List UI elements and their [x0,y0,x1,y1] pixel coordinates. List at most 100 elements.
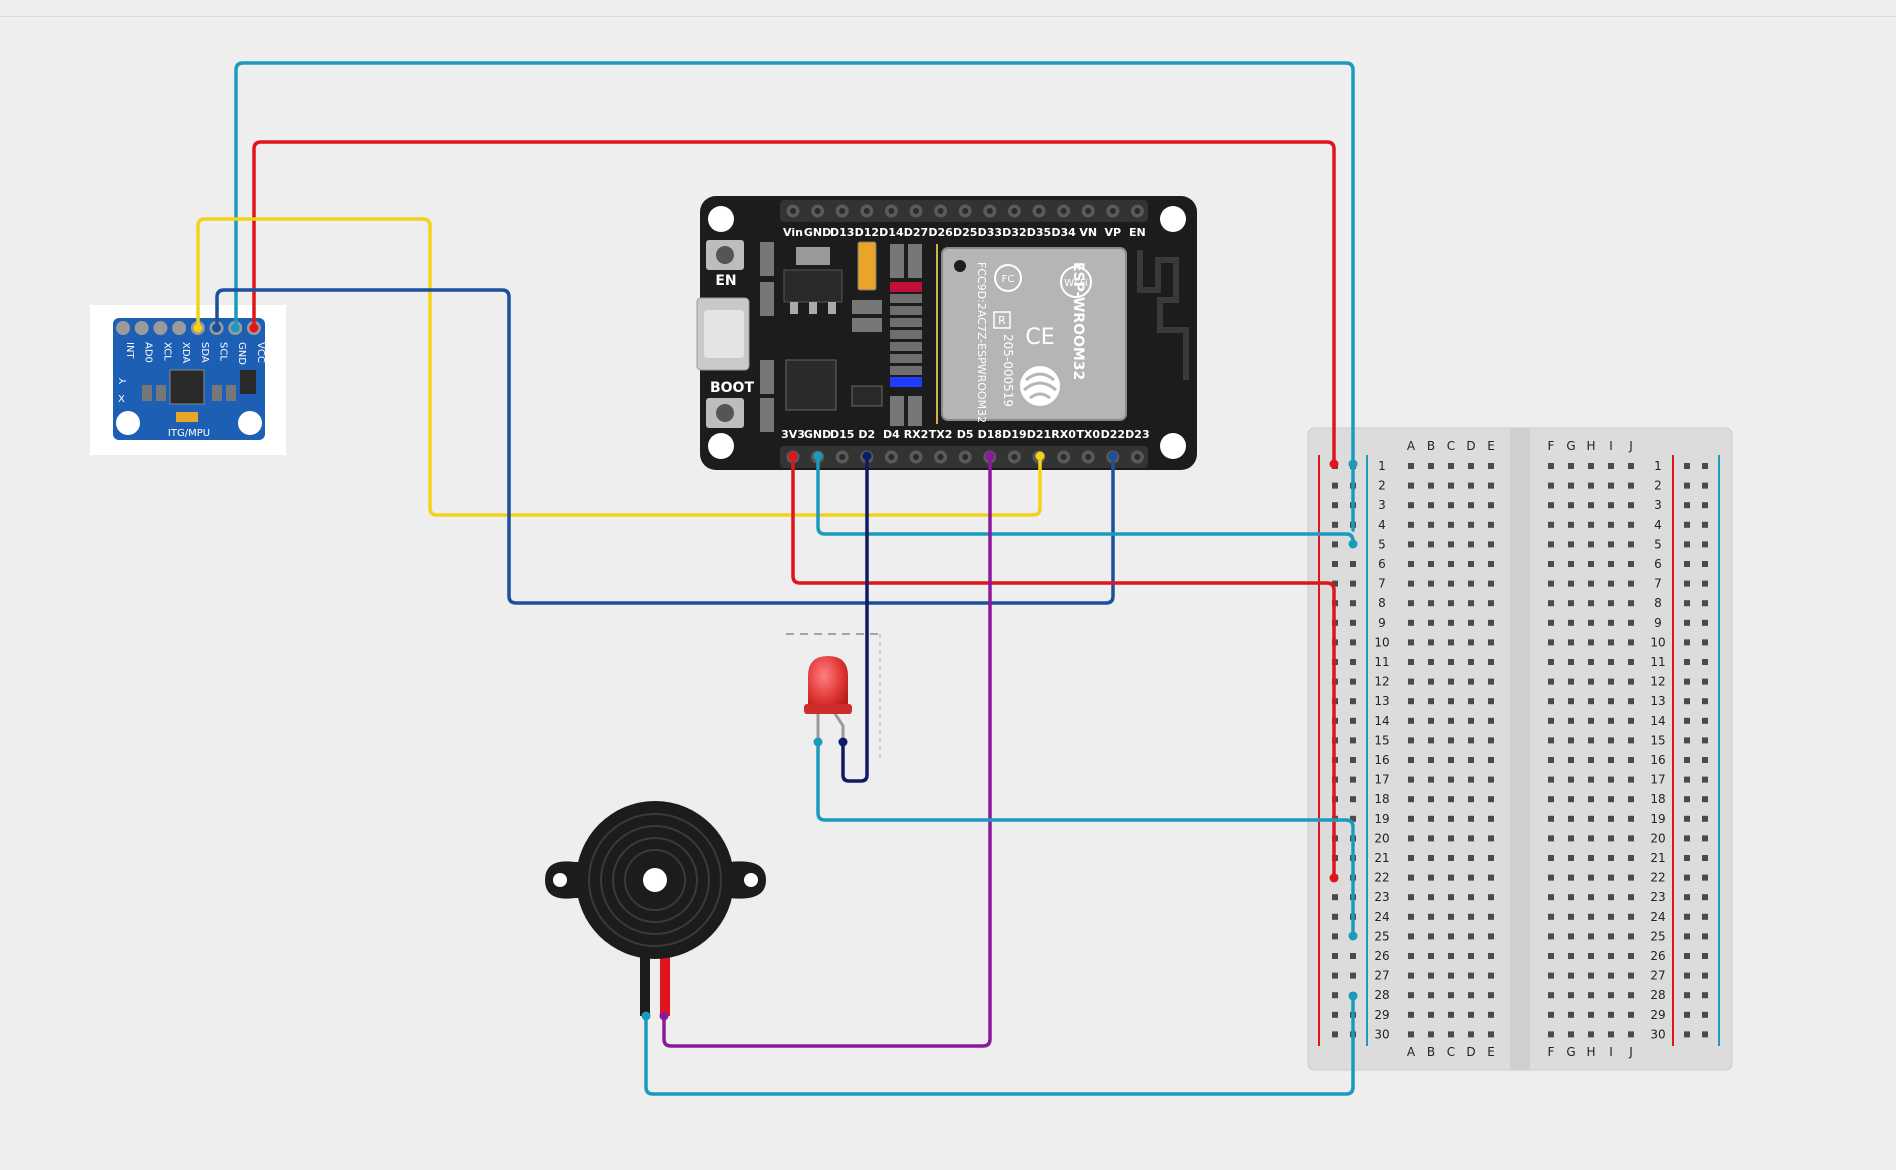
breadboard-hole[interactable] [1448,815,1454,822]
breadboard-hole[interactable] [1408,992,1414,999]
breadboard-hole[interactable] [1488,815,1494,822]
breadboard-hole[interactable] [1428,639,1434,646]
breadboard-hole[interactable] [1588,639,1594,646]
breadboard-hole[interactable] [1448,874,1454,881]
breadboard-hole[interactable] [1488,737,1494,744]
breadboard-hole[interactable] [1702,1031,1708,1038]
breadboard-hole[interactable] [1608,737,1614,744]
breadboard-hole[interactable] [1568,855,1574,861]
breadboard-hole[interactable] [1332,561,1338,567]
breadboard-hole[interactable] [1628,796,1634,803]
breadboard-hole[interactable] [1548,757,1554,763]
breadboard-hole[interactable] [1628,874,1634,881]
breadboard-hole[interactable] [1702,502,1708,509]
breadboard-hole[interactable] [1628,580,1634,587]
breadboard-hole[interactable] [1488,717,1494,724]
breadboard-hole[interactable] [1608,972,1614,979]
breadboard-hole[interactable] [1568,639,1574,646]
breadboard-hole[interactable] [1702,972,1708,979]
breadboard-hole[interactable] [1628,463,1634,469]
breadboard-hole[interactable] [1428,835,1434,842]
breadboard-hole[interactable] [1608,992,1614,999]
breadboard-hole[interactable] [1488,1011,1494,1018]
breadboard-hole[interactable] [1568,561,1574,567]
breadboard-hole[interactable] [1488,992,1494,999]
breadboard-hole[interactable] [1568,796,1574,803]
breadboard-hole[interactable] [1684,972,1690,979]
breadboard-hole[interactable] [1684,717,1690,724]
breadboard-hole[interactable] [1608,913,1614,920]
breadboard-hole[interactable] [1702,835,1708,842]
breadboard-hole[interactable] [1350,659,1356,665]
breadboard-hole[interactable] [1448,776,1454,783]
breadboard-hole[interactable] [1628,521,1634,528]
breadboard-hole[interactable] [1548,874,1554,881]
breadboard-hole[interactable] [1350,796,1356,803]
breadboard-hole[interactable] [1568,757,1574,763]
breadboard-hole[interactable] [1488,757,1494,763]
breadboard-hole[interactable] [1428,1011,1434,1018]
breadboard-hole[interactable] [1468,521,1474,528]
breadboard-hole[interactable] [1568,933,1574,940]
breadboard-hole[interactable] [1628,757,1634,763]
breadboard-hole[interactable] [1448,561,1454,567]
breadboard-hole[interactable] [1588,933,1594,940]
breadboard-hole[interactable] [1702,639,1708,646]
breadboard-hole[interactable] [1702,659,1708,665]
breadboard-hole[interactable] [1608,639,1614,646]
breadboard-hole[interactable] [1350,757,1356,763]
breadboard-hole[interactable] [1702,619,1708,626]
breadboard-hole[interactable] [1428,894,1434,901]
breadboard-hole[interactable] [1428,776,1434,783]
breadboard-hole[interactable] [1608,541,1614,548]
breadboard-hole[interactable] [1548,580,1554,587]
breadboard-hole[interactable] [1350,698,1356,705]
breadboard-hole[interactable] [1408,737,1414,744]
breadboard-hole[interactable] [1588,815,1594,822]
breadboard-hole[interactable] [1428,972,1434,979]
breadboard-hole[interactable] [1428,619,1434,626]
breadboard-hole[interactable] [1488,953,1494,959]
breadboard-hole[interactable] [1548,1011,1554,1018]
breadboard-hole[interactable] [1350,815,1356,822]
breadboard-hole[interactable] [1448,1031,1454,1038]
breadboard-hole[interactable] [1702,953,1708,959]
breadboard-hole[interactable] [1702,757,1708,763]
breadboard-hole[interactable] [1408,1011,1414,1018]
breadboard-hole[interactable] [1588,600,1594,607]
breadboard-hole[interactable] [1568,815,1574,822]
breadboard-hole[interactable] [1548,855,1554,861]
breadboard-hole[interactable] [1628,502,1634,509]
breadboard-hole[interactable] [1488,463,1494,469]
esp32-top-pins[interactable] [786,204,1144,218]
breadboard-hole[interactable] [1468,482,1474,489]
breadboard-hole[interactable] [1448,659,1454,665]
breadboard-hole[interactable] [1468,1031,1474,1038]
breadboard-hole[interactable] [1568,835,1574,842]
breadboard-hole[interactable] [1568,659,1574,665]
breadboard-hole[interactable] [1548,894,1554,901]
breadboard-hole[interactable] [1548,502,1554,509]
breadboard-hole[interactable] [1428,659,1434,665]
breadboard-hole[interactable] [1548,1031,1554,1038]
breadboard-hole[interactable] [1448,835,1454,842]
breadboard-hole[interactable] [1350,776,1356,783]
breadboard-hole[interactable] [1408,835,1414,842]
breadboard-hole[interactable] [1332,482,1338,489]
breadboard-hole[interactable] [1684,855,1690,861]
breadboard-hole[interactable] [1568,463,1574,469]
breadboard-hole[interactable] [1548,815,1554,822]
breadboard-hole[interactable] [1568,717,1574,724]
breadboard-hole[interactable] [1468,1011,1474,1018]
breadboard-hole[interactable] [1628,992,1634,999]
breadboard-hole[interactable] [1428,678,1434,685]
breadboard-hole[interactable] [1332,580,1338,587]
breadboard-hole[interactable] [1468,933,1474,940]
breadboard-hole[interactable] [1548,933,1554,940]
breadboard-hole[interactable] [1628,933,1634,940]
breadboard-hole[interactable] [1684,659,1690,665]
breadboard-hole[interactable] [1568,972,1574,979]
breadboard-hole[interactable] [1568,482,1574,489]
breadboard-hole[interactable] [1608,561,1614,567]
